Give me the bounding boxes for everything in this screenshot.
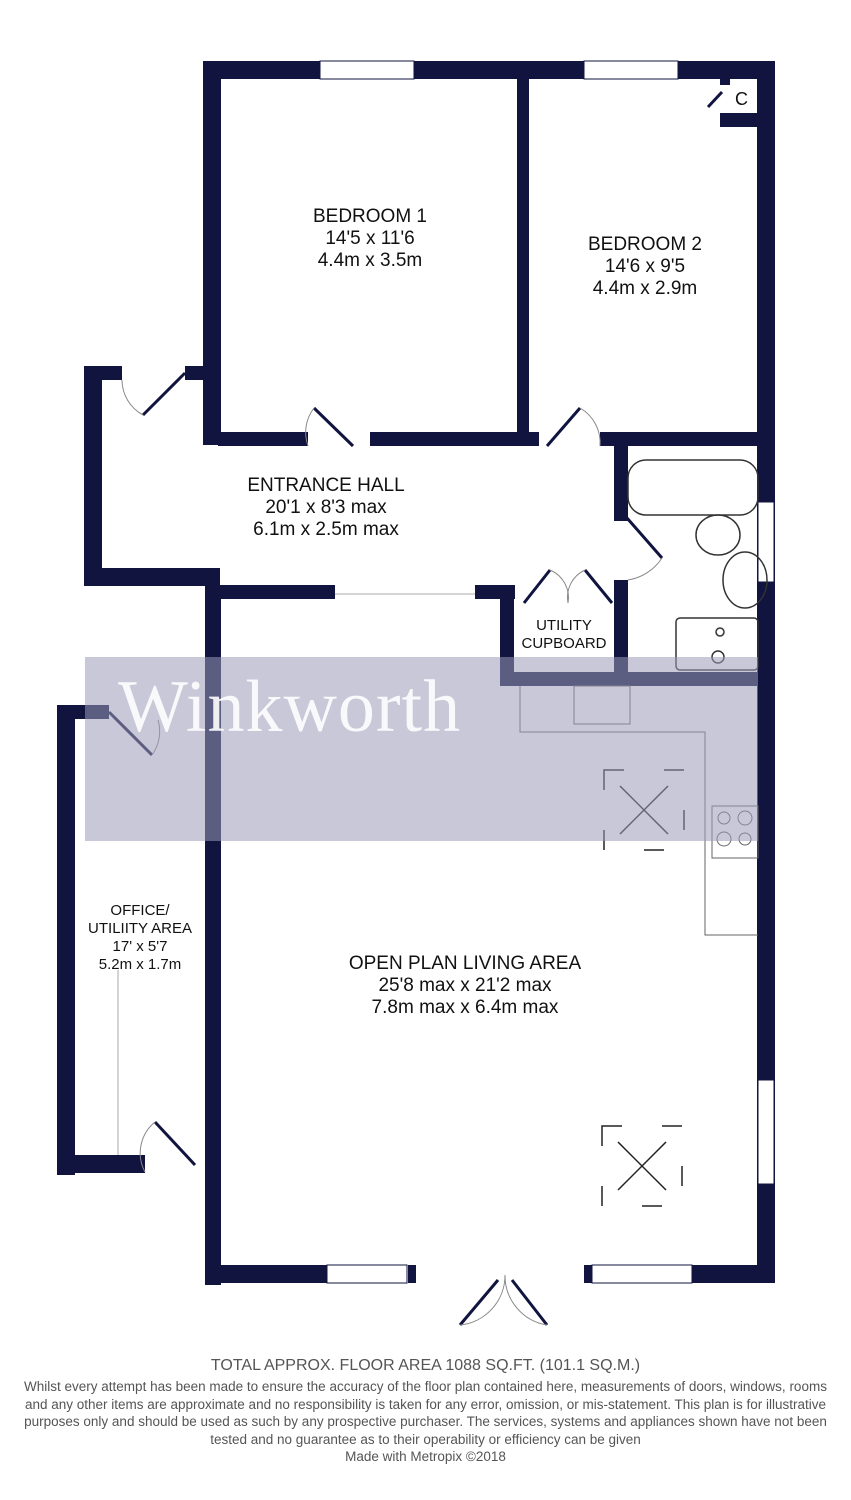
room-name: OPEN PLAN LIVING AREA bbox=[348, 953, 582, 974]
room-size-imperial: 14'5 x 11'6 bbox=[325, 228, 415, 249]
room-label-utility-cupboard: UTILITY CUPBOARD bbox=[521, 617, 607, 652]
watermark-logo: Winkworth bbox=[118, 666, 462, 748]
room-label-bedroom-1: BEDROOM 1 14'5 x 11'6 4.4m x 3.5m bbox=[313, 206, 427, 272]
basin-icon bbox=[722, 551, 768, 609]
room-size-metric: 7.8m max x 6.4m max bbox=[371, 997, 559, 1018]
walls bbox=[57, 61, 775, 1285]
bathroom-fixtures bbox=[627, 459, 768, 671]
room-label-cupboard: C bbox=[735, 89, 748, 109]
room-size-imperial: 25'8 max x 21'2 max bbox=[378, 975, 552, 996]
footer: TOTAL APPROX. FLOOR AREA 1088 SQ.FT. (10… bbox=[0, 1356, 851, 1466]
room-size-imperial: 20'1 x 8'3 max bbox=[265, 497, 387, 518]
room-label-bedroom-2: BEDROOM 2 14'6 x 9'5 4.4m x 2.9m bbox=[588, 234, 702, 300]
disclaimer: Whilst every attempt has been made to en… bbox=[24, 1379, 827, 1447]
room-name: ENTRANCE HALL bbox=[247, 475, 405, 496]
room-size-metric: 4.4m x 3.5m bbox=[317, 250, 423, 271]
floor-plan bbox=[57, 60, 775, 1326]
room-size-imperial: 14'6 x 9'5 bbox=[604, 256, 686, 277]
room-label-living-area: OPEN PLAN LIVING AREA 25'8 max x 21'2 ma… bbox=[349, 953, 581, 1019]
toilet-icon bbox=[695, 514, 741, 556]
room-name: BEDROOM 1 bbox=[312, 206, 428, 227]
doors bbox=[107, 90, 724, 1326]
watermark-band bbox=[85, 657, 758, 841]
room-label-entrance-hall: ENTRANCE HALL 20'1 x 8'3 max 6.1m x 2.5m… bbox=[247, 475, 404, 541]
room-name: BEDROOM 2 bbox=[587, 234, 703, 255]
room-label-office: OFFICE/ UTILIITY AREA 17' x 5'7 5.2m x 1… bbox=[88, 902, 192, 973]
room-size-metric: 4.4m x 2.9m bbox=[592, 278, 698, 299]
room-size-metric: 6.1m x 2.5m max bbox=[253, 519, 399, 540]
windows bbox=[319, 60, 775, 1284]
credit: Made with Metropix ©2018 bbox=[345, 1449, 506, 1464]
bath-icon bbox=[627, 459, 759, 516]
total-floor-area: TOTAL APPROX. FLOOR AREA 1088 SQ.FT. (10… bbox=[210, 1357, 641, 1374]
